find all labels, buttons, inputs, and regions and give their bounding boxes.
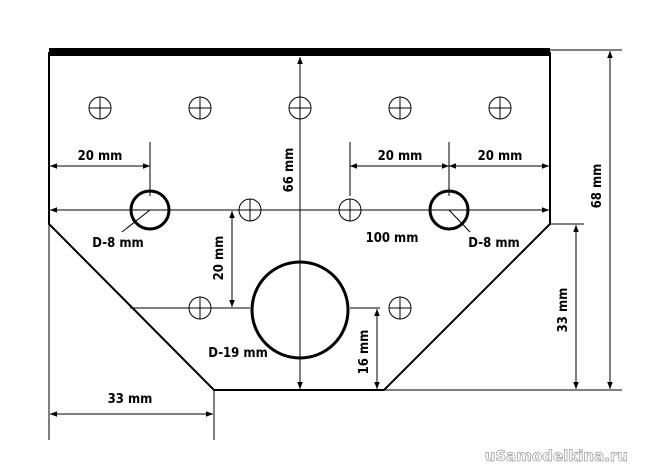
small-hole (288, 96, 312, 120)
watermark: uSamodelkina.ru (485, 447, 628, 465)
hole-d8-right (428, 189, 470, 231)
small-hole (188, 96, 212, 120)
label-20-mid: 20 mm (378, 149, 423, 164)
label-d19: D-19 mm (208, 346, 268, 361)
label-66: 66 mm (282, 148, 297, 193)
label-16: 16 mm (357, 330, 372, 375)
label-20-right: 20 mm (478, 149, 523, 164)
small-hole (388, 296, 412, 320)
label-20-left: 20 mm (78, 149, 123, 164)
label-33-vert: 33 mm (556, 288, 571, 333)
label-d8-right: D-8 mm (468, 236, 519, 251)
label-20-vert: 20 mm (212, 236, 227, 281)
label-d8-left: D-8 mm (92, 236, 143, 251)
label-33-bottom: 33 mm (108, 392, 153, 407)
small-hole (338, 198, 362, 222)
dimension-lines (50, 51, 613, 417)
label-68: 68 mm (590, 164, 605, 209)
small-hole (388, 96, 412, 120)
dimension-labels: 20 mm 20 mm 20 mm 100 mm D-8 mm D-8 mm D… (78, 148, 605, 407)
extension-lines (48, 49, 622, 440)
small-hole (238, 198, 262, 222)
plate-top-edge (49, 48, 550, 56)
medium-holes (129, 189, 470, 231)
hole-d8-left (129, 189, 171, 231)
small-hole (88, 96, 112, 120)
small-hole (488, 96, 512, 120)
small-hole (188, 296, 212, 320)
hole-d19 (250, 260, 350, 360)
label-100: 100 mm (366, 231, 419, 246)
small-holes (88, 96, 512, 320)
